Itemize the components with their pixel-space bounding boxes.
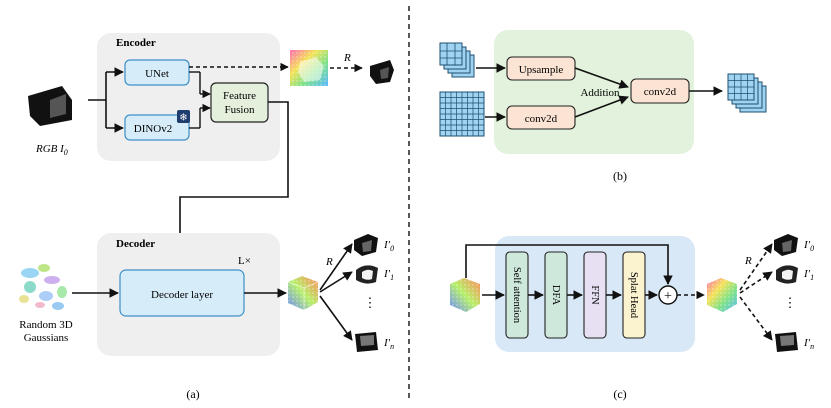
rgb-label: RGB I0 (35, 143, 68, 157)
panel-b: Upsample conv2d Addition conv2d (b) (439, 30, 767, 183)
rgb-input-image (28, 86, 72, 126)
rendered-view-1-a (356, 265, 378, 284)
ellipsis-a: ⋮ (364, 295, 377, 310)
render-r-label-bottom: R (325, 256, 333, 268)
render-r-label-c: R (744, 255, 752, 267)
gaussian-cube-thumbnail-top (290, 50, 328, 86)
ellipsis-c: ⋮ (784, 295, 797, 310)
addition-label: Addition (580, 87, 620, 99)
caption-a: (a) (186, 387, 199, 401)
rendered-view-n-a (355, 332, 378, 352)
feature-stack-small (439, 42, 475, 78)
ffn-label: FFN (589, 285, 600, 305)
feature-fusion-label-2: Fusion (225, 104, 255, 116)
rendered-view-0-a (354, 234, 378, 256)
panel-a: Encoder RGB I0 UNet DINOv2 ❄ Feature Fus… (19, 33, 394, 401)
rendered-view-top (370, 60, 394, 84)
rendered-view-1-c (776, 265, 798, 284)
decoder-layer-label: Decoder layer (151, 289, 213, 301)
feature-stack-output (727, 73, 767, 113)
random-gaussians-icon (19, 264, 67, 310)
output-label-1-a: I′1 (383, 268, 394, 282)
snowflake-icon: ❄ (177, 110, 190, 124)
unet-label: UNet (145, 68, 169, 80)
output-label-1-c: I′1 (803, 268, 814, 282)
gaussian-cube-output-a (287, 276, 319, 310)
plus-symbol: + (664, 289, 672, 304)
splat-head-label: Splat Head (628, 272, 639, 319)
gaussian-cube-output-c (707, 278, 737, 312)
dfa-label: DFA (550, 285, 561, 306)
feature-fusion-label-1: Feature (223, 90, 256, 102)
render-r-label-top: R (343, 52, 351, 64)
conv2d-left-block (506, 105, 576, 130)
rendered-view-n-c (775, 332, 798, 352)
conv2d-right-label: conv2d (644, 86, 677, 98)
output-label-n-a: I′n (383, 337, 394, 351)
encoder-title: Encoder (116, 37, 156, 49)
gaussians-label-2: Gaussians (24, 332, 69, 344)
self-attention-label: Self attention (511, 267, 522, 324)
output-label-0-a: I′0 (383, 239, 394, 253)
panel-c: Self attention DFA FFN Splat Head + R I′… (450, 234, 814, 401)
dinov2-label: DINOv2 (134, 123, 173, 135)
gaussian-cube-input-c (450, 278, 480, 312)
decoder-title: Decoder (116, 238, 155, 250)
caption-c: (c) (613, 387, 626, 401)
gaussians-label-1: Random 3D (19, 319, 73, 331)
rendered-view-0-c (774, 234, 798, 256)
caption-b: (b) (613, 169, 627, 183)
upsample-label: Upsample (519, 64, 564, 76)
feature-grid-large (439, 91, 485, 137)
conv2d-left-label: conv2d (525, 113, 558, 125)
output-label-n-c: I′n (803, 337, 814, 351)
svg-text:❄: ❄ (179, 113, 187, 124)
layer-repeat-label: L× (238, 255, 251, 267)
output-label-0-c: I′0 (803, 239, 814, 253)
feature-fusion-block (210, 82, 269, 123)
